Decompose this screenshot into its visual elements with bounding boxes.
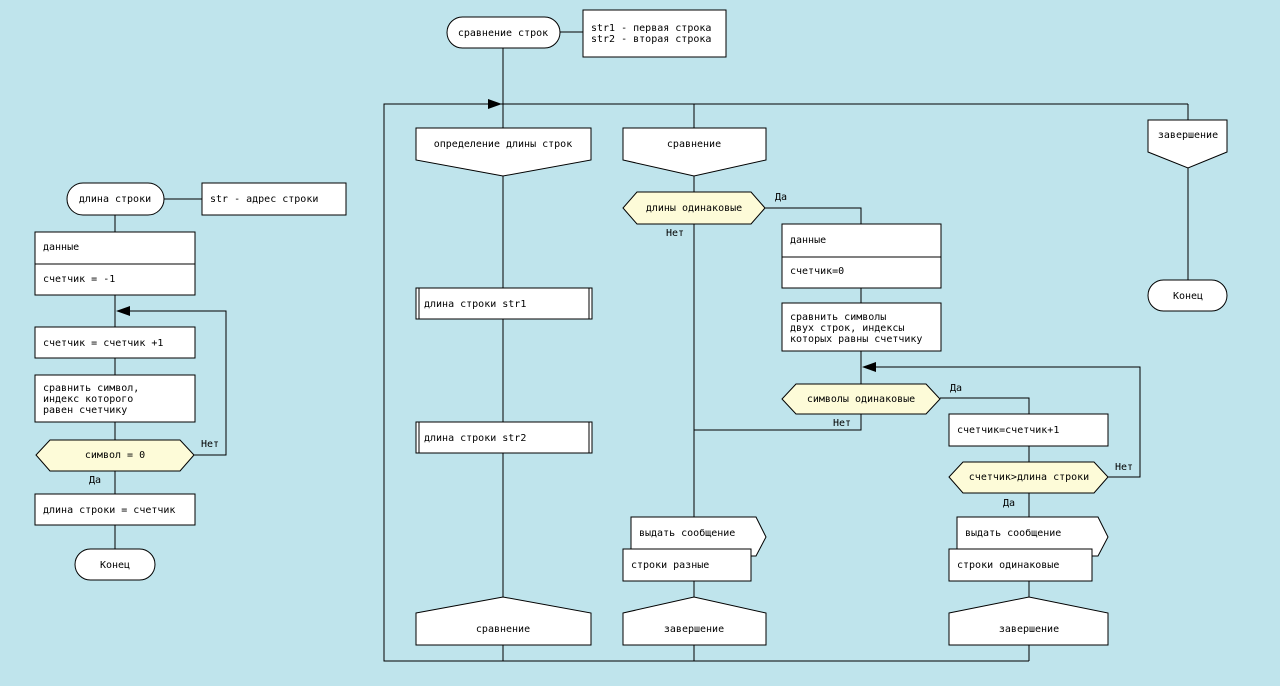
left-comment-box[interactable]: str - адрес строки	[201, 182, 347, 216]
arrowheads	[116, 99, 876, 372]
condition-counter-text: счетчик>длина строки	[969, 472, 1089, 483]
branch1-header[interactable]: определение длины строк	[415, 127, 592, 177]
lengths-no-label: Нет	[666, 228, 684, 239]
symbols-no-label: Нет	[833, 418, 851, 429]
call-length-str1[interactable]: длина строки str1	[415, 287, 593, 320]
branch2-data-line: счетчик=0	[790, 266, 844, 277]
branch1-footer[interactable]: сравнение	[415, 596, 592, 646]
left-condition-text: символ = 0	[85, 450, 145, 461]
left-end-terminator[interactable]: Конец	[74, 548, 156, 581]
left-title-terminator[interactable]: длина строки	[66, 182, 165, 216]
compare-chars-line-3: которых равны счетчику	[790, 334, 922, 345]
lengths-yes-label: Да	[775, 192, 787, 203]
left-data-header: данные	[43, 242, 79, 253]
left-comment-text: str - адрес строки	[210, 194, 318, 205]
condition-lengths-equal[interactable]: длины одинаковые	[622, 191, 766, 225]
branch2-header-text: сравнение	[667, 139, 721, 150]
output-text-1: строки разные	[631, 560, 709, 571]
branch2-header[interactable]: сравнение	[622, 127, 767, 177]
output-label-1: выдать сообщение	[639, 527, 735, 539]
output-text-2: строки одинаковые	[957, 560, 1059, 571]
main-diagram: сравнение строк str1 - первая строка str…	[415, 9, 1228, 646]
condition-symbols-text: символы одинаковые	[807, 394, 915, 405]
condition-counter-length[interactable]: счетчик>длина строки	[948, 461, 1109, 494]
counter-yes-label: Да	[1003, 498, 1015, 509]
left-no-label: Нет	[201, 439, 219, 450]
main-end-terminator[interactable]: Конец	[1147, 279, 1228, 312]
counter-increment-text: счетчик=счетчик+1	[957, 425, 1059, 436]
branch3-header-text: завершение	[1158, 130, 1218, 141]
symbols-yes-label: Да	[950, 383, 962, 394]
output-strings-equal[interactable]: выдать сообщение строки одинаковые	[948, 516, 1109, 582]
left-increment-text: счетчик = счетчик +1	[43, 338, 163, 349]
left-assign-text: длина строки = счетчик	[43, 505, 175, 516]
left-compare-line-1: сравнить символ,	[43, 383, 139, 394]
main-comment-line-1: str1 - первая строка	[591, 23, 711, 34]
output-strings-different[interactable]: выдать сообщение строки разные	[622, 516, 767, 582]
left-compare-line-2: индекс которого	[43, 394, 133, 405]
arrowhead-main-loop	[488, 99, 502, 109]
main-comment-line-2: str2 - вторая строка	[591, 34, 711, 45]
subbranch-finish-text: завершение	[999, 624, 1059, 635]
counter-no-label: Нет	[1115, 462, 1133, 473]
left-assign-block[interactable]: длина строки = счетчик	[34, 493, 196, 526]
left-yes-label: Да	[89, 475, 101, 486]
left-increment-block[interactable]: счетчик = счетчик +1	[34, 326, 196, 359]
output-label-2: выдать сообщение	[965, 527, 1061, 539]
main-end-text: Конец	[1173, 291, 1203, 302]
branch2-data-header: данные	[790, 235, 826, 246]
call-length-str2[interactable]: длина строки str2	[415, 421, 593, 454]
left-title-text: длина строки	[79, 194, 151, 205]
arrowhead-char-loop	[862, 362, 876, 372]
left-data-line: счетчик = -1	[43, 274, 115, 285]
call-length-str2-text: длина строки str2	[424, 433, 526, 444]
branch3-header[interactable]: завершение	[1147, 119, 1228, 169]
branch1-header-text: определение длины строк	[434, 139, 572, 150]
condition-lengths-text: длины одинаковые	[646, 203, 742, 214]
left-end-text: Конец	[100, 560, 130, 571]
left-compare-block[interactable]: сравнить символ, индекс которого равен с…	[34, 374, 196, 423]
compare-chars-line-2: двух строк, индексы	[790, 323, 904, 334]
left-compare-line-3: равен счетчику	[43, 405, 127, 416]
condition-symbols-equal[interactable]: символы одинаковые	[781, 383, 941, 415]
branch2-finish-footer[interactable]: завершение	[622, 596, 767, 646]
call-length-str1-text: длина строки str1	[424, 299, 526, 310]
left-diagram: длина строки str - адрес строки данные с…	[34, 182, 347, 581]
counter-increment-block[interactable]: счетчик=счетчик+1	[948, 413, 1109, 447]
compare-chars-block[interactable]: сравнить символы двух строк, индексы кот…	[781, 302, 942, 352]
main-comment-box[interactable]: str1 - первая строка str2 - вторая строк…	[582, 9, 727, 58]
compare-chars-line-1: сравнить символы	[790, 312, 886, 323]
main-title-text: сравнение строк	[458, 28, 548, 39]
left-data-block[interactable]: данные счетчик = -1	[34, 231, 196, 296]
left-condition[interactable]: символ = 0	[35, 439, 195, 472]
subbranch-finish-footer[interactable]: завершение	[948, 596, 1109, 646]
arrowhead-left-loop	[116, 306, 130, 316]
branch1-footer-text: сравнение	[476, 624, 530, 635]
branch2-data-block[interactable]: данные счетчик=0	[781, 223, 942, 289]
branch2-finish-text: завершение	[664, 624, 724, 635]
main-title-terminator[interactable]: сравнение строк	[446, 16, 561, 49]
